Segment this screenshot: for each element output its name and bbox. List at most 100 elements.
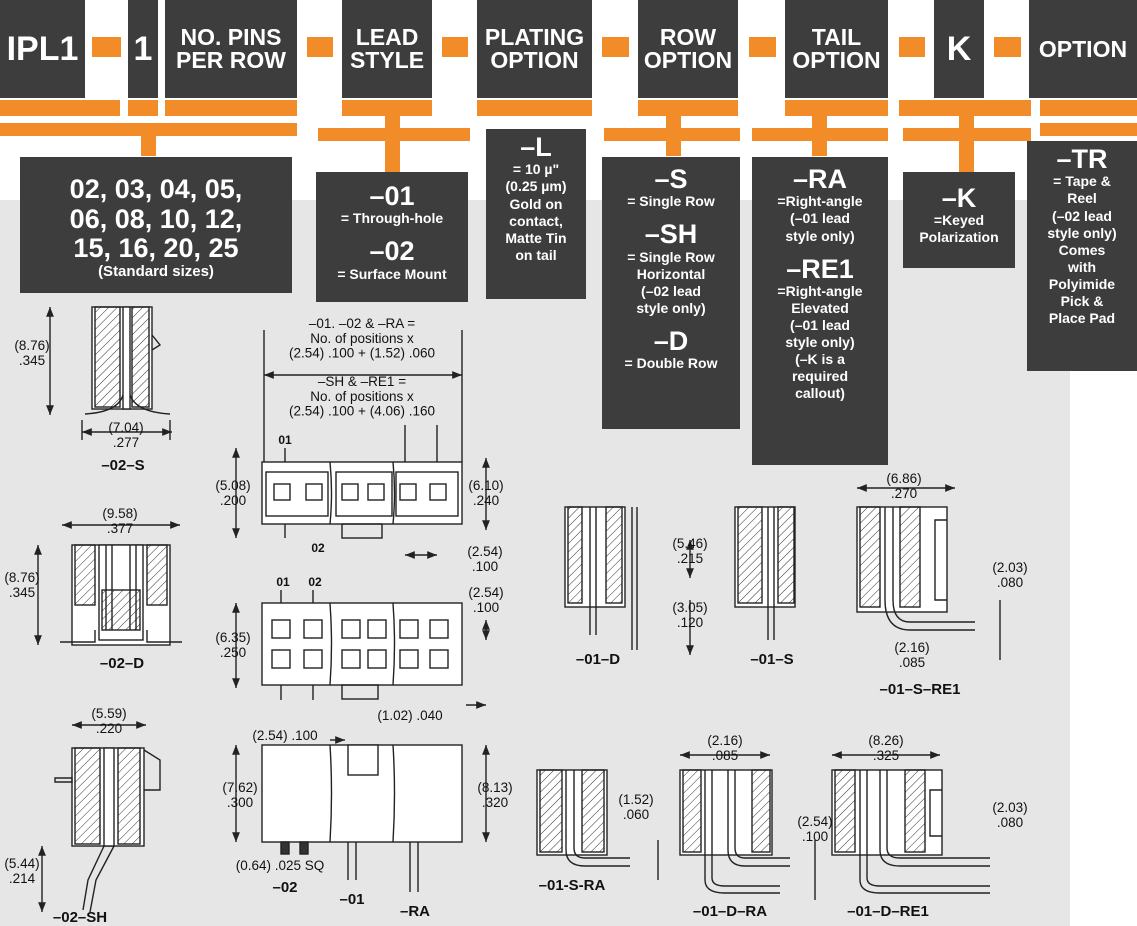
label-01-d: –01–D [576, 651, 620, 668]
dim-02d-width: (9.58).377 [102, 506, 137, 536]
separator-dash [602, 37, 629, 57]
separator-dash [749, 37, 776, 57]
underline-bar [899, 100, 1031, 116]
underline-bar [959, 116, 974, 172]
view-top-single [232, 330, 490, 559]
pins-label-line2: PER ROW [176, 47, 286, 73]
tail-code-ra: –RA [792, 164, 847, 194]
dim-front-sq: (0.64) .025 SQ [236, 858, 325, 873]
lead-desc-02: = Surface Mount [337, 265, 447, 282]
lead-label-line1: LEAD [355, 24, 419, 50]
prefix-label: IPL1 [6, 30, 79, 68]
row-desc-sh: = Single Row Horizontal (–02 lead style … [627, 248, 715, 316]
plating-desc-l: = 10 µ" (0.25 µm) Gold on contact, Matte… [505, 161, 567, 263]
dim-02s-width: (7.04).277 [108, 420, 143, 450]
note-positions-1: –01. –02 & –RA =No. of positions x(2.54)… [289, 316, 435, 361]
view-01-s-re1 [856, 484, 1001, 660]
separator-dash [899, 37, 925, 57]
dim-ra-b: (2.16).085 [707, 733, 742, 763]
view-02-d [34, 521, 182, 646]
option-code-tr: –TR [1056, 144, 1108, 174]
dim-ra-a: (1.52).060 [618, 792, 653, 822]
underline-bar [0, 100, 120, 116]
underline-bar [638, 100, 738, 116]
separator-dash [307, 37, 333, 57]
dim-side-a: (5.46).215 [672, 536, 707, 566]
dim-top-p2: (2.54).100 [468, 585, 503, 615]
underline-bar [785, 100, 888, 116]
note-positions-2: –SH & –RE1 =No. of positions x(2.54) .10… [289, 374, 435, 419]
view-01-s-ra [536, 769, 659, 880]
label-01-d-re1: –01–D–RE1 [847, 903, 929, 920]
label-02-sh: –02–SH [53, 909, 107, 926]
label-front-01: –01 [339, 891, 364, 908]
label-01-s-re1: –01–S–RE1 [880, 681, 961, 698]
underline-bar [385, 116, 400, 172]
row-desc-s: = Single Row [627, 193, 715, 210]
dim-top-p1: (2.54).100 [467, 544, 502, 574]
tail-desc-ra: =Right-angle (–01 lead style only) [777, 193, 863, 244]
keyed-label: K [946, 30, 972, 68]
row-code-s: –S [654, 164, 688, 194]
option-label: OPTION [1038, 35, 1128, 62]
underline-bar [342, 100, 432, 116]
dim-front-h1: (7.62).300 [222, 780, 257, 810]
row-label-line2: OPTION [643, 47, 733, 73]
label-front-02: –02 [272, 879, 297, 896]
lead-code-01: –01 [369, 181, 415, 211]
dim-02sh-width: (5.59).220 [91, 706, 126, 736]
prefix-box: IPL1 [0, 0, 85, 98]
option-options-box: –TR = Tape & Reel (–02 lead style only) … [1027, 141, 1137, 371]
underline-bar [0, 123, 297, 136]
dim-ra-d: (8.26).325 [868, 733, 903, 763]
series-label: 1 [133, 30, 153, 68]
lead-label-line2: STYLE [349, 47, 425, 73]
underline-bar [128, 100, 158, 116]
view-01-d-re1 [814, 751, 990, 900]
plating-code-l: –L [520, 132, 552, 162]
label-01-s: –01–S [750, 651, 793, 668]
plating-label-line1: PLATING [484, 24, 585, 50]
keyed-code-k: –K [941, 183, 977, 213]
series-box: 1 [128, 0, 158, 98]
standard-sizes-note: (Standard sizes) [98, 263, 214, 281]
pin-sizes-line2: 06, 08, 10, 12, [69, 203, 243, 234]
view-front [232, 736, 490, 892]
label-01-d-ra: –01–D–RA [693, 903, 767, 920]
tail-desc-re1: =Right-angle Elevated (–01 lead style on… [777, 282, 863, 402]
pin-sizes-line1: 02, 03, 04, 05, [69, 174, 243, 204]
pin-label-02: 02 [311, 541, 325, 555]
view-02-sh [38, 721, 161, 913]
dim-re1-height: (2.03).080 [992, 560, 1027, 590]
pin-label-01: 01 [278, 433, 292, 447]
tail-options-box: –RA =Right-angle (–01 lead style only) –… [752, 157, 888, 465]
option-desc-tr: = Tape & Reel (–02 lead style only) Come… [1047, 173, 1117, 326]
separator-dash [442, 37, 468, 57]
underline-bar [812, 116, 827, 156]
underline-bar [1040, 100, 1137, 116]
tail-label-line1: TAIL [811, 24, 862, 50]
tail-label-line2: OPTION [792, 47, 881, 73]
dim-re1-width: (6.86).270 [886, 471, 921, 501]
dim-top-p3: (1.02) .040 [377, 708, 442, 723]
lead-options-box: –01 = Through-hole –02 = Surface Mount [316, 172, 468, 302]
keyed-desc-k: =Keyed Polarization [919, 212, 999, 246]
row-options-box: –S = Single Row –SH = Single Row Horizon… [602, 157, 740, 429]
dim-02s-height: (8.76).345 [14, 338, 49, 368]
keyed-options-box: –K =Keyed Polarization [903, 172, 1015, 268]
separator-dash [994, 37, 1021, 57]
underline-bar [1040, 123, 1137, 136]
dim-02d-height: (8.76).345 [4, 570, 39, 600]
option-box: OPTION [1029, 0, 1137, 98]
plating-label-line2: OPTION [490, 47, 579, 73]
pin-sizes-line3: 15, 16, 20, 25 [73, 233, 239, 264]
separator-dash [92, 37, 121, 57]
row-desc-d: = Double Row [624, 355, 718, 372]
dim-re1-tail: (2.16).085 [894, 640, 929, 670]
dim-top-h2: (6.10).240 [468, 478, 503, 508]
dim-ra-e: (2.03).080 [992, 800, 1027, 830]
dim-front-pitch: (2.54) .100 [252, 728, 317, 743]
